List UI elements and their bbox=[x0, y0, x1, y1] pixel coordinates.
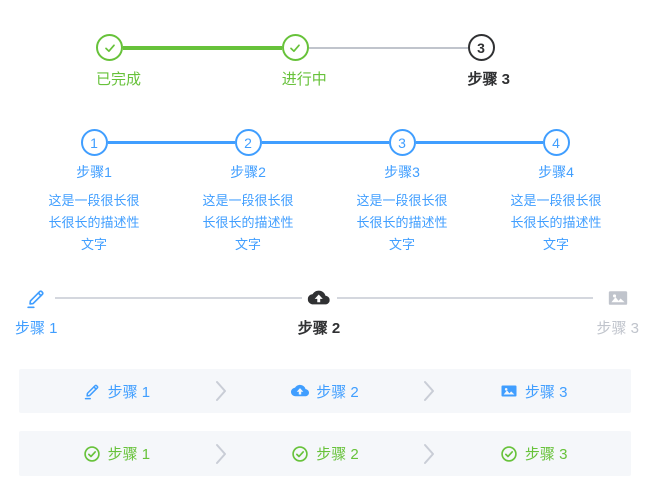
step-title: 步骤 3 bbox=[467, 71, 511, 88]
step-connector-line bbox=[171, 141, 235, 144]
step-item: 3 步骤3 这是一段很长很长很长的描述性文字 bbox=[325, 129, 479, 256]
step-head bbox=[96, 34, 282, 61]
step-item: 步骤 3 bbox=[436, 381, 631, 402]
step-item: 步骤 2 bbox=[228, 381, 423, 402]
step-title: 步骤 3 bbox=[596, 320, 639, 337]
step-title: 步骤 3 bbox=[524, 383, 568, 401]
step-item: 步骤 2 bbox=[228, 443, 423, 464]
step-item: 步骤 1 bbox=[19, 381, 214, 402]
step-indicator-number: 3 bbox=[388, 129, 416, 156]
step-item: 4 步骤4 这是一段很长很长很长的描述性文字 bbox=[479, 129, 633, 256]
step-indicator-finish bbox=[281, 34, 309, 61]
edit-icon bbox=[83, 382, 101, 400]
step-item: 步骤 1 bbox=[19, 443, 214, 464]
circle-check-icon bbox=[83, 445, 101, 463]
circle-check-icon bbox=[500, 445, 518, 463]
step-connector-line bbox=[337, 297, 593, 299]
step-title: 步骤4 bbox=[538, 164, 574, 180]
circle-check-icon bbox=[291, 445, 309, 463]
chevron-right-icon bbox=[214, 441, 228, 467]
picture-icon bbox=[500, 382, 518, 400]
step-description: 这是一段很长很长很长的描述性文字 bbox=[202, 193, 294, 252]
step-connector-line bbox=[261, 141, 325, 144]
step-title: 步骤 1 bbox=[15, 320, 58, 337]
step-connector-line bbox=[415, 141, 479, 144]
step-title: 步骤 1 bbox=[107, 383, 151, 401]
steps-status-demo: 已完成 进行中 3 步骤 3 bbox=[96, 34, 510, 89]
steps-simple-demo-green: 步骤 1 步骤 2 步骤 3 bbox=[19, 431, 631, 476]
step-item: 步骤 1 bbox=[15, 287, 58, 338]
step-indicator-number: 3 bbox=[467, 34, 495, 61]
step-indicator-finish bbox=[96, 34, 123, 61]
step-head bbox=[281, 34, 468, 61]
step-head: 3 bbox=[467, 34, 511, 61]
step-item: 步骤 2 bbox=[297, 287, 341, 338]
step-item: 步骤 3 bbox=[596, 287, 639, 338]
step-connector-line bbox=[325, 141, 389, 144]
step-indicator-number: 4 bbox=[542, 129, 570, 156]
step-head: 4 bbox=[479, 129, 633, 156]
upload-icon bbox=[307, 287, 330, 309]
chevron-right-icon bbox=[422, 378, 436, 404]
step-title: 步骤 2 bbox=[297, 320, 341, 337]
steps-icon-demo: 步骤 1 步骤 2 步骤 3 bbox=[15, 287, 639, 337]
step-head: 3 bbox=[325, 129, 479, 156]
step-title: 已完成 bbox=[96, 71, 142, 88]
step-item: 已完成 bbox=[96, 34, 282, 89]
step-item: 进行中 bbox=[281, 34, 468, 89]
step-title: 步骤 3 bbox=[524, 446, 568, 463]
step-connector-line bbox=[123, 45, 282, 50]
step-title: 步骤1 bbox=[76, 164, 112, 180]
check-icon bbox=[103, 41, 117, 55]
upload-icon bbox=[291, 382, 310, 400]
step-title: 步骤 1 bbox=[107, 446, 151, 463]
step-description: 这是一段很长很长很长的描述性文字 bbox=[510, 193, 602, 252]
chevron-right-icon bbox=[422, 441, 436, 467]
step-head: 1 bbox=[17, 129, 171, 156]
step-connector-line bbox=[479, 141, 543, 144]
step-indicator-number: 1 bbox=[80, 129, 108, 156]
step-item: 2 步骤2 这是一段很长很长很长的描述性文字 bbox=[171, 129, 325, 256]
step-connector-line bbox=[55, 297, 302, 299]
step-connector-line bbox=[107, 141, 171, 144]
chevron-right-icon bbox=[214, 378, 228, 404]
step-connector-line bbox=[308, 46, 468, 49]
step-title: 步骤3 bbox=[384, 164, 420, 180]
step-title: 步骤 2 bbox=[316, 446, 359, 463]
steps-numbered-demo: 1 步骤1 这是一段很长很长很长的描述性文字 2 步骤2 这是一段很长很长很长的… bbox=[17, 129, 633, 256]
step-item: 1 步骤1 这是一段很长很长很长的描述性文字 bbox=[17, 129, 171, 256]
step-title: 进行中 bbox=[281, 71, 327, 88]
step-item: 步骤 3 bbox=[436, 443, 631, 464]
step-indicator-number: 2 bbox=[234, 129, 262, 156]
step-item: 3 步骤 3 bbox=[467, 34, 511, 89]
step-description: 这是一段很长很长很长的描述性文字 bbox=[48, 193, 140, 252]
step-head: 2 bbox=[171, 129, 325, 156]
steps-simple-demo-blue: 步骤 1 步骤 2 步骤 3 bbox=[19, 369, 631, 413]
check-icon bbox=[288, 41, 302, 55]
step-title: 步骤2 bbox=[230, 164, 266, 180]
step-description: 这是一段很长很长很长的描述性文字 bbox=[356, 193, 448, 252]
picture-icon bbox=[607, 287, 629, 309]
edit-icon bbox=[25, 287, 47, 309]
step-title: 步骤 2 bbox=[316, 383, 359, 401]
